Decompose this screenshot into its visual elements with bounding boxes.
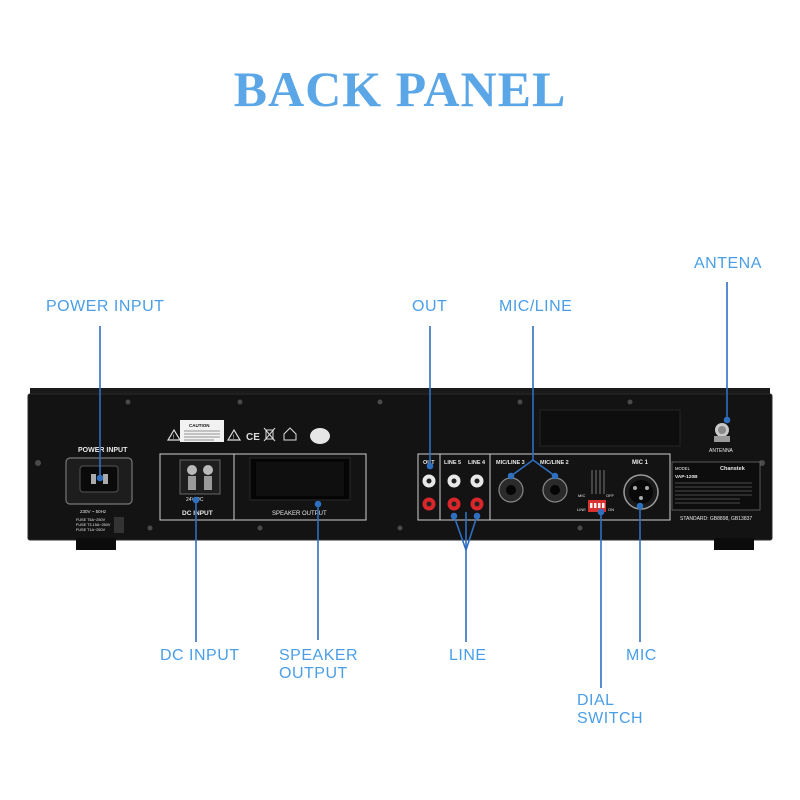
iec-socket-pin [91,474,96,484]
callout-dial-switch-line1: DIAL [577,692,615,709]
fuse-label-3: FUSE T1A~250V [76,528,106,532]
callout-mic-line: MIC/LINE [499,298,573,315]
xlr-mic-jack [623,474,659,510]
dc-terminal-block [179,459,221,495]
dc-input-panel-label: DC INPUT [182,510,213,517]
callout-speaker-output-line1: SPEAKER [279,647,359,664]
certification-sticker [310,428,330,444]
recessed-plate [539,409,681,447]
caution-label-lines [184,430,220,441]
callout-antena: ANTENA [694,255,762,272]
callout-dc-input: DC INPUT [160,647,240,664]
svg-text:!: ! [233,435,235,441]
speaker-terminal-inner [256,462,344,496]
fuse-label-1: FUSE T5A~250V [76,518,106,522]
mic-line-section [489,453,671,521]
line4-panel-label: LINE 4 [468,460,486,466]
rca-line4-jacks [470,474,484,511]
standard-label: STANDARD: GB8898, GB13837 [680,516,752,522]
iec-socket-pin [103,474,108,484]
model-value-label: VAP-120B [675,474,698,480]
line-switch-label: LINE [577,507,586,512]
voltage-label: 230V ~ 50Hz [80,509,107,514]
line5-panel-label: LINE 5 [444,460,461,466]
dial-switch-legend [591,470,605,494]
chassis-screws [35,399,765,531]
ce-mark-icon: CE [246,432,260,443]
callout-speaker-output: SPEAKER OUTPUT [279,647,358,683]
callout-mic: MIC [626,647,657,664]
speaker-output-section [233,453,367,521]
fuse-holder [114,517,124,533]
fuse-label-2: FUSE T3.15A~250V [76,523,111,527]
warning-triangle-icon: ! [226,428,242,441]
mic1-panel-label: MIC 1 [632,460,649,466]
caution-label-text: CAUTION [189,423,210,428]
dc-terminal-post [204,476,212,490]
warning-triangle-icon: ! [166,428,182,441]
indoor-use-icon [283,427,297,441]
callout-line: LINE [449,647,487,664]
callout-dial-switch: DIAL SWITCH [577,692,643,728]
mic-line2-jack [542,477,568,503]
svg-text:!: ! [173,435,175,441]
rca-out-jacks [422,474,436,511]
model-key-label: MODEL [675,466,691,471]
callout-leader-lines [96,282,731,688]
off-label: OFF [606,493,615,498]
mic-line3-panel-label: MIC/LINE 3 [496,460,525,466]
speaker-output-panel-label: SPEAKER OUTPUT [272,511,327,517]
chassis-top-lip [30,388,770,398]
antenna-panel-label: ANTENNA [709,448,734,454]
brand-label: Chanstek [720,466,746,472]
callout-power-input: POWER INPUT [46,298,165,315]
on-label: ON [608,507,614,512]
dc-terminal-screw [203,465,213,475]
rca-line5-jacks [447,474,461,511]
dc-terminal-post [188,476,196,490]
mic-line3-jack [498,477,524,503]
callout-out: OUT [412,298,448,315]
callout-speaker-output-line2: OUTPUT [279,665,348,682]
callout-dial-switch-line2: SWITCH [577,710,644,727]
dc-terminal-screw [187,465,197,475]
foot-left [76,538,116,550]
disposal-bin-icon [263,427,276,442]
spec-lines [675,482,752,504]
spec-label [671,461,761,511]
foot-right [714,538,754,550]
mic-line2-panel-label: MIC/LINE 2 [540,460,569,466]
page-title: BACK PANEL [233,61,567,117]
mic-switch-label: MIC [578,493,585,498]
dial-switch-toggles [590,503,605,508]
antenna-connector [714,423,730,442]
power-input-panel-label: POWER INPUT [78,447,128,454]
